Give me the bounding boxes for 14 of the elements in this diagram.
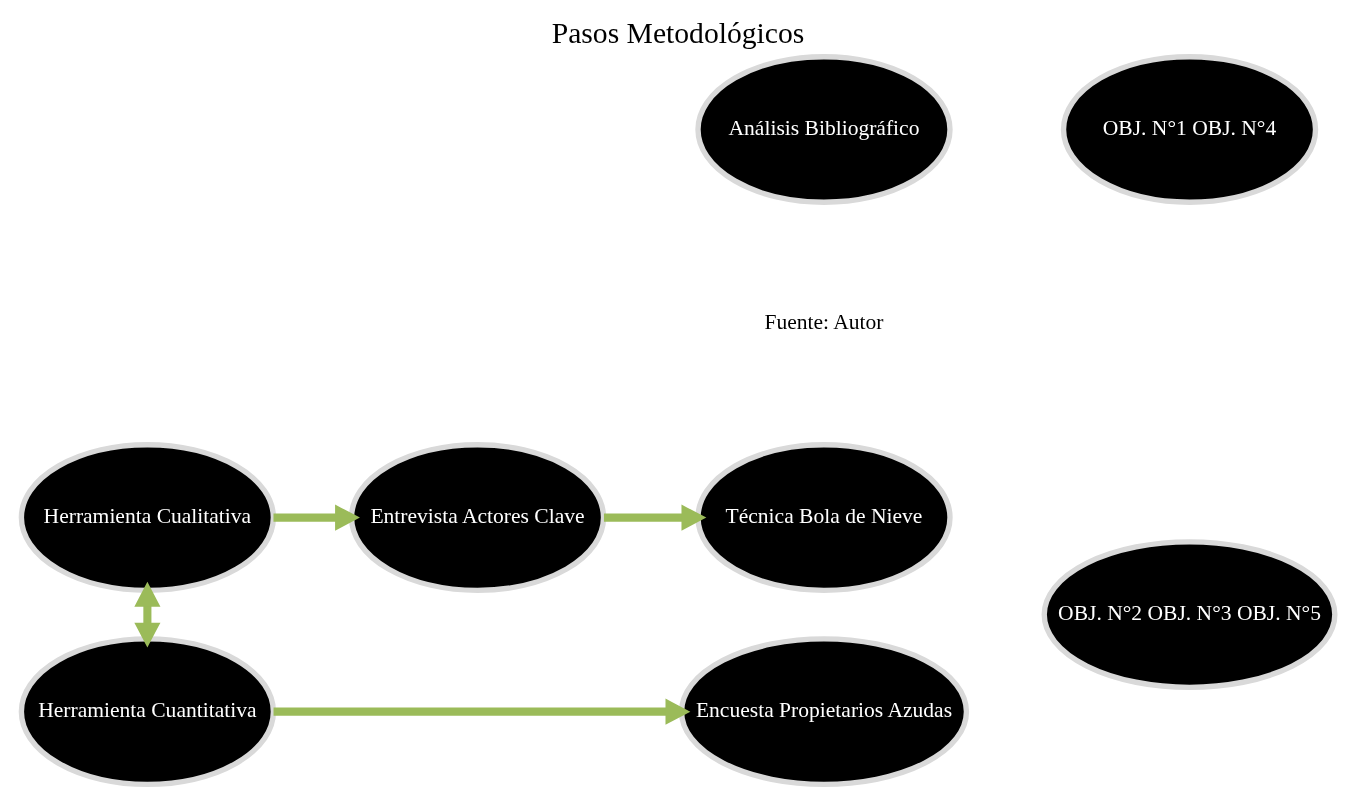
node-ellipse: OBJ. N°2 OBJ. N°3 OBJ. N°5 xyxy=(1041,539,1338,691)
caption: Fuente: Autor xyxy=(764,309,884,334)
arrow xyxy=(273,698,691,725)
node-ellipse: Encuesta Propietarios Azudas xyxy=(678,636,970,788)
arrow xyxy=(134,581,161,648)
arrow xyxy=(603,504,707,531)
node-ellipse: Herramienta Cualitativa xyxy=(18,442,277,594)
arrow xyxy=(273,504,360,531)
node-ellipse: Entrevista Actores Clave xyxy=(348,442,607,594)
node-ellipse: OBJ. N°1 OBJ. N°4 xyxy=(1060,54,1319,205)
diagram-title: Pasos Metodológicos xyxy=(551,16,805,49)
node-ellipse: Técnica Bola de Nieve xyxy=(695,442,953,594)
node-ellipse: Herramienta Cuantitativa xyxy=(18,636,277,788)
node-ellipse: Análisis Bibliográfico xyxy=(695,54,953,205)
